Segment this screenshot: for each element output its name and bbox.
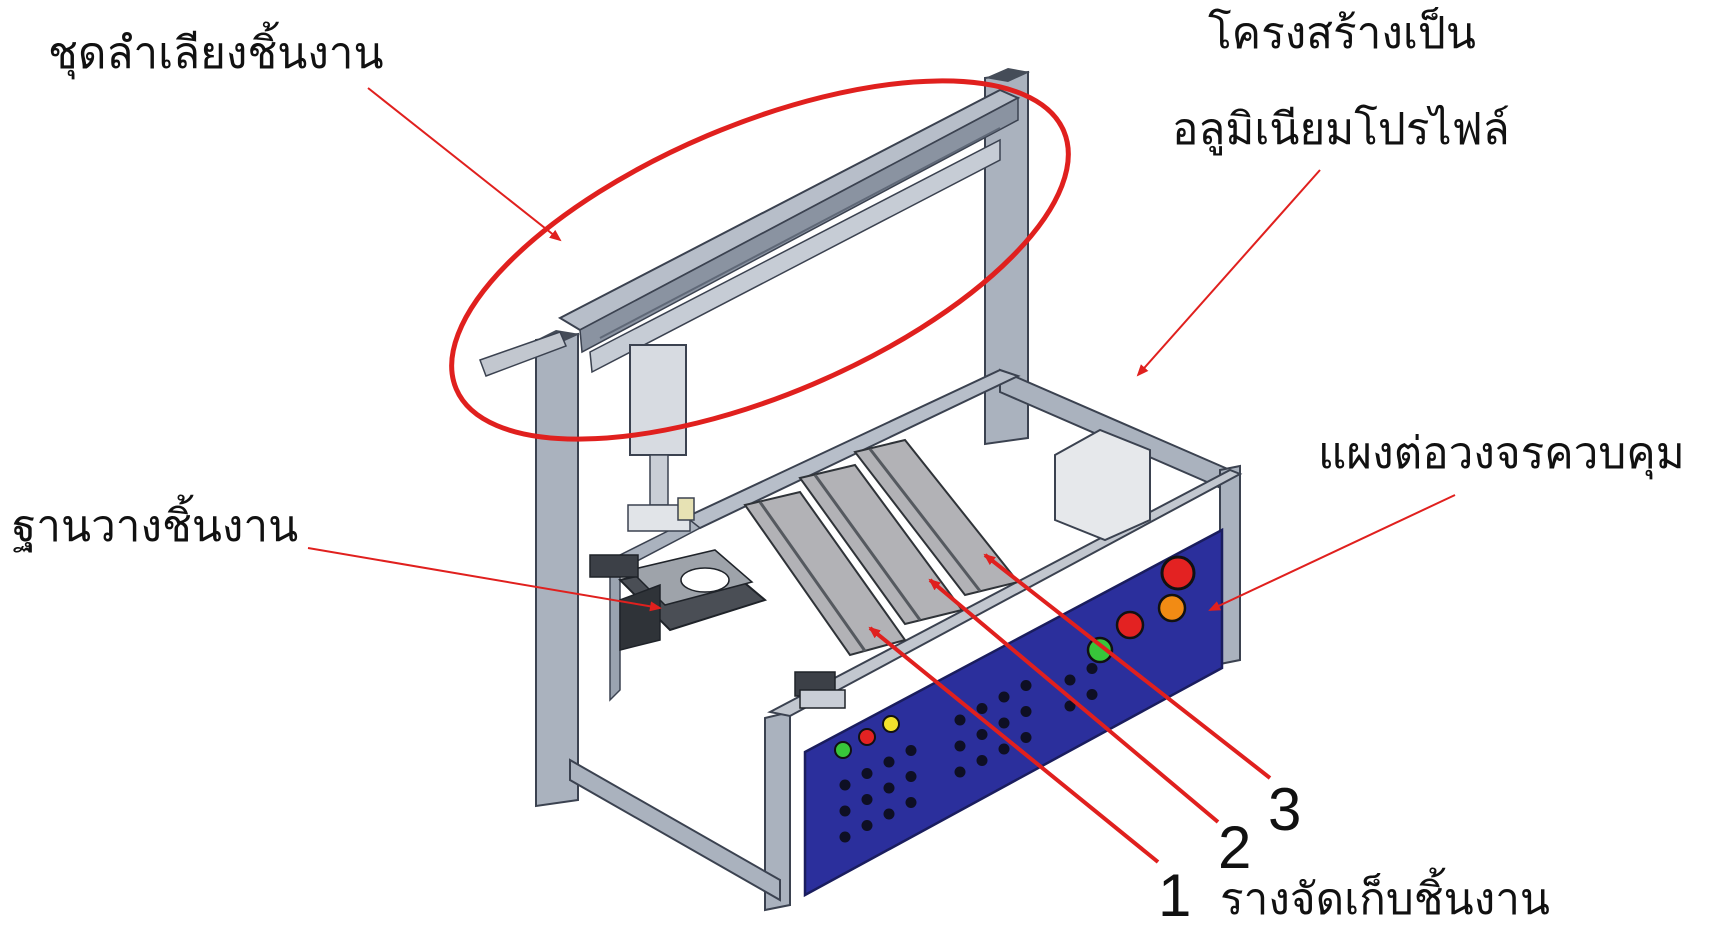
panel-terminal xyxy=(1064,700,1076,712)
control-panel xyxy=(803,527,1224,898)
panel-terminal xyxy=(861,794,873,805)
storage-rails-label: รางจัดเก็บชิ้นงาน xyxy=(1220,874,1550,925)
green-lamp xyxy=(834,741,852,759)
rail-1-arrow xyxy=(868,626,1160,864)
panel-terminal xyxy=(954,740,966,752)
emergency-stop-button xyxy=(1160,555,1196,591)
workpiece-base-label: ฐานวางชิ้นงาน xyxy=(12,501,299,552)
start-button xyxy=(1086,636,1114,664)
panel-terminal xyxy=(905,771,917,782)
storage-rail-1 xyxy=(743,490,907,657)
feeder-arrow xyxy=(367,87,562,242)
storage-rail-2 xyxy=(798,463,964,626)
rail-2-arrow xyxy=(928,578,1220,824)
feeder-gripper xyxy=(627,344,695,532)
panel-terminal xyxy=(883,782,895,794)
annotations xyxy=(307,78,1456,864)
control-panel-arrow xyxy=(1208,494,1456,611)
feeder-highlight-ellipse xyxy=(449,78,1071,442)
panel-terminal xyxy=(839,805,851,817)
frame-label-line1: โครงสร้างเป็น xyxy=(1208,8,1476,59)
panel-terminal xyxy=(1020,732,1032,743)
panel-terminal xyxy=(998,691,1010,703)
panel-terminal xyxy=(1064,674,1076,686)
panel-terminal xyxy=(998,717,1010,729)
sensor-block xyxy=(794,671,846,709)
panel-buttons xyxy=(834,555,1196,759)
panel-terminal xyxy=(1020,680,1032,691)
panel-terminal xyxy=(1086,663,1098,674)
panel-terminal xyxy=(976,755,988,766)
rail-number-3: 3 xyxy=(1268,776,1302,843)
panel-terminal xyxy=(861,768,873,779)
storage-rails xyxy=(743,438,1020,657)
workpiece-base-plate xyxy=(589,549,768,651)
rail-3-arrow xyxy=(983,553,1272,780)
control-box xyxy=(1054,428,1151,542)
frame-arrow xyxy=(1136,169,1321,377)
panel-terminal xyxy=(861,820,873,831)
panel-terminal xyxy=(905,797,917,808)
panel-terminal xyxy=(1020,706,1032,717)
panel-terminal xyxy=(883,808,895,820)
panel-terminals xyxy=(839,663,1098,843)
panel-terminal xyxy=(1086,689,1098,700)
panel-terminal xyxy=(976,703,988,714)
panel-terminal xyxy=(954,766,966,778)
rail-number-2: 2 xyxy=(1218,814,1252,881)
panel-terminal xyxy=(839,831,851,843)
panel-terminal xyxy=(954,714,966,726)
panel-terminal xyxy=(883,756,895,768)
red-lamp xyxy=(858,728,876,746)
feeder-label: ชุดลำเลียงชิ้นงาน xyxy=(48,28,384,79)
panel-terminal xyxy=(976,729,988,740)
stop-button xyxy=(1115,610,1145,640)
panel-terminal xyxy=(905,745,917,756)
rail-number-1: 1 xyxy=(1158,862,1192,929)
panel-terminal xyxy=(839,779,851,791)
panel-terminal xyxy=(998,743,1010,755)
workpiece-base-arrow xyxy=(307,547,662,612)
frame-label-line2: อลูมิเนียมโปรไฟล์ xyxy=(1172,104,1510,155)
yellow-lamp xyxy=(882,715,900,733)
control-panel-label: แผงต่อวงจรควบคุม xyxy=(1318,428,1685,479)
reset-button xyxy=(1157,593,1187,623)
